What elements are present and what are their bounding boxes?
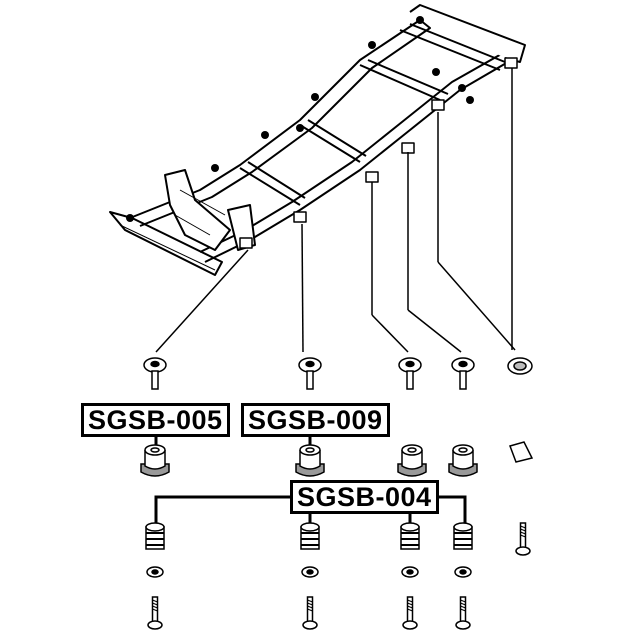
washer-hole — [306, 569, 314, 575]
cushion-hole — [458, 360, 468, 368]
bolt-thread — [307, 605, 313, 609]
bolt-thread — [407, 608, 413, 612]
bolt-head — [455, 620, 471, 630]
cushion-hole — [305, 360, 315, 368]
bolt-head — [402, 620, 418, 630]
bushing-hole — [458, 447, 468, 453]
bolt-thread — [152, 602, 158, 606]
bolt-thread — [307, 599, 313, 603]
lower-bushing-top — [453, 522, 473, 532]
bolt-thread — [407, 602, 413, 606]
bolt-thread — [407, 599, 413, 603]
leader-lines — [155, 68, 516, 353]
bolt-thread — [460, 602, 466, 606]
bolt-thread — [307, 602, 313, 606]
part-label-sgsb-009[interactable]: SGSB-009 — [241, 403, 390, 437]
washer-hole — [151, 569, 159, 575]
bolt-thread — [307, 608, 313, 612]
washer-inner — [513, 361, 527, 371]
bushing-hole — [150, 447, 160, 453]
lower-bushing-top — [400, 522, 420, 532]
collar-sleeve — [306, 370, 314, 390]
bushing-hole — [305, 447, 315, 453]
cushion-hole — [405, 360, 415, 368]
bolt-thread — [520, 531, 526, 535]
mount-plate — [509, 441, 534, 463]
sgsb-004-bracket — [154, 436, 467, 524]
part-label-sgsb-004[interactable]: SGSB-004 — [290, 480, 439, 514]
bolt-head — [515, 546, 531, 556]
cushion-hole — [150, 360, 160, 368]
bolt-thread — [460, 608, 466, 612]
bolt-thread — [152, 608, 158, 612]
lower-bushing-top — [145, 522, 165, 532]
bolt-thread — [152, 605, 158, 609]
bolt-head — [302, 620, 318, 630]
bolt-thread — [520, 528, 526, 532]
collar-sleeve — [459, 370, 467, 390]
bolt-thread — [460, 605, 466, 609]
part-label-sgsb-005[interactable]: SGSB-005 — [81, 403, 230, 437]
washer-hole — [406, 569, 414, 575]
bushing-hole — [407, 447, 417, 453]
collar-sleeve — [406, 370, 414, 390]
washer-hole — [459, 569, 467, 575]
bolt-thread — [460, 599, 466, 603]
bolt-thread — [152, 599, 158, 603]
bushing-parts — [140, 357, 534, 630]
bolt-thread — [520, 525, 526, 529]
bolt-head — [147, 620, 163, 630]
bolt-thread — [520, 534, 526, 538]
collar-sleeve — [151, 370, 159, 390]
bolt-thread — [407, 605, 413, 609]
vehicle-frame — [109, 4, 526, 276]
lower-bushing-top — [300, 522, 320, 532]
